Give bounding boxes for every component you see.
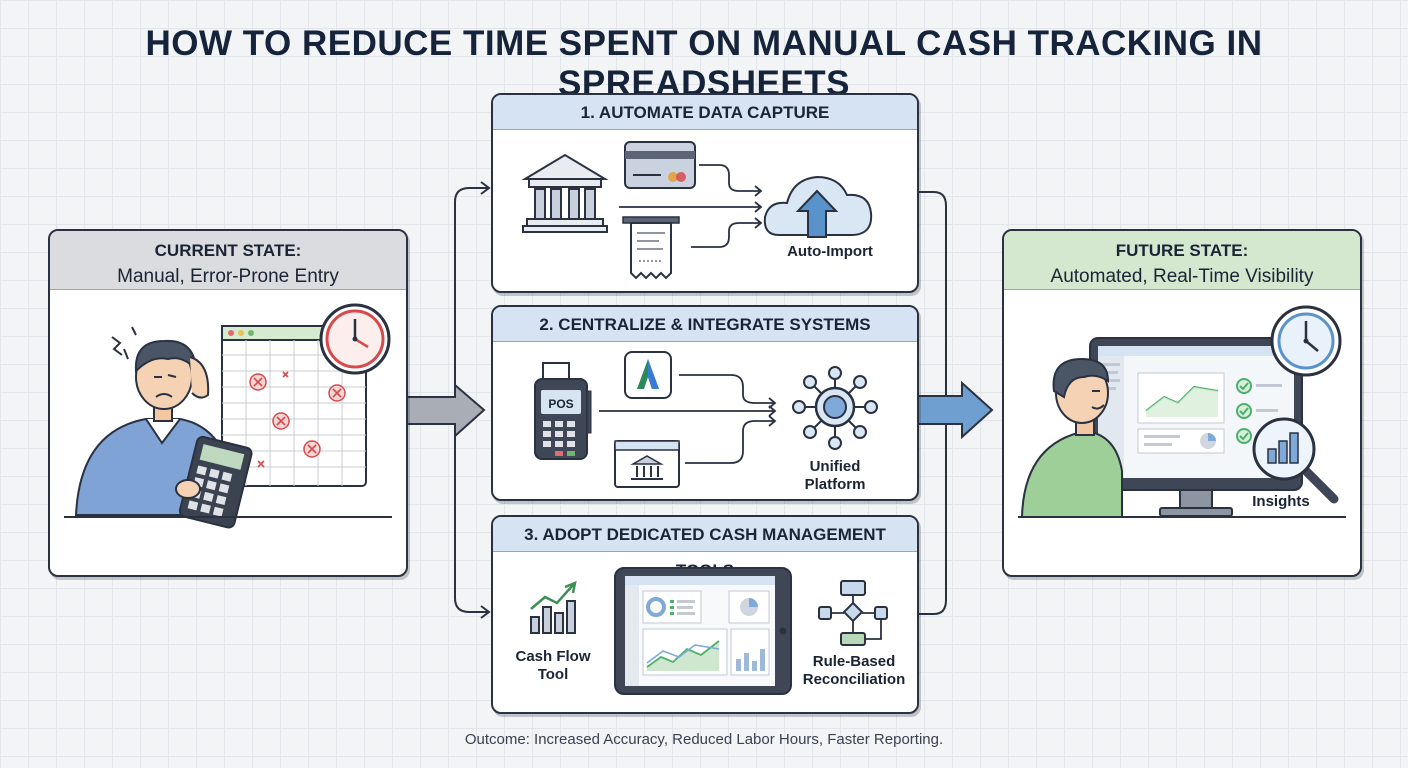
clock-icon bbox=[319, 303, 391, 375]
cloud-upload-icon bbox=[763, 175, 873, 238]
spreadsheet-icon bbox=[221, 325, 367, 487]
step2-panel: 2. CENTRALIZE & INTEGRATE SYSTEMS bbox=[491, 305, 919, 501]
cash-flow-chart-icon bbox=[530, 580, 577, 634]
rule-based-reconciliation-label: Rule-Based Reconciliation bbox=[793, 653, 915, 689]
unified-platform-label-line1: Unified bbox=[809, 458, 861, 475]
future-state-subtitle: Automated, Real-Time Visibility bbox=[1050, 266, 1314, 287]
future-state-panel: FUTURE STATE: Automated, Real-Time Visib… bbox=[1002, 229, 1362, 577]
unified-platform-label: Unified Platform bbox=[785, 458, 885, 494]
auto-import-label: Auto-Import bbox=[787, 243, 873, 260]
bank-icon bbox=[521, 153, 609, 233]
step1-panel: 1. AUTOMATE DATA CAPTURE bbox=[491, 93, 919, 293]
receipt-icon bbox=[622, 216, 680, 280]
future-state-label: FUTURE STATE: bbox=[1115, 241, 1249, 260]
gray-arrow-icon bbox=[406, 382, 486, 439]
step1-illustration bbox=[521, 141, 873, 280]
calculator-icon bbox=[175, 435, 253, 529]
checkmark-icons bbox=[1236, 378, 1252, 444]
clock-icon bbox=[1270, 305, 1342, 377]
unified-platform-label-line2: Platform bbox=[804, 476, 866, 493]
rule-based-reconciliation-line1: Rule-Based bbox=[812, 653, 896, 670]
current-state-panel: CURRENT STATE: Manual, Error-Prone Entry bbox=[48, 229, 408, 577]
accounting-app-icon bbox=[624, 351, 672, 399]
blue-arrow-icon bbox=[916, 380, 994, 440]
person-at-desk bbox=[1020, 357, 1123, 518]
tablet-dashboard-icon bbox=[614, 567, 792, 695]
pos-label: POS bbox=[548, 397, 574, 411]
dashboard-person-illustration bbox=[1018, 305, 1346, 518]
step3-illustration bbox=[530, 567, 888, 695]
step2-title: 2. CENTRALIZE & INTEGRATE SYSTEMS bbox=[493, 307, 917, 342]
network-hub-icon bbox=[792, 366, 878, 450]
insights-label: Insights bbox=[1252, 493, 1310, 510]
current-state-label: CURRENT STATE: bbox=[154, 241, 302, 260]
cash-flow-tool-label-line1: Cash Flow bbox=[515, 648, 591, 665]
cash-flow-tool-label-line2: Tool bbox=[537, 666, 569, 683]
workflow-icon bbox=[818, 580, 888, 646]
credit-card-icon bbox=[624, 141, 696, 189]
current-state-header: CURRENT STATE: Manual, Error-Prone Entry bbox=[50, 231, 406, 290]
bank-window-icon bbox=[614, 440, 680, 488]
magnifier-chart-icon bbox=[1252, 417, 1339, 504]
outcome-caption: Outcome: Increased Accuracy, Reduced Lab… bbox=[464, 731, 944, 748]
pos-terminal-icon bbox=[534, 362, 592, 460]
step2-illustration bbox=[534, 351, 878, 488]
stressed-person-illustration bbox=[64, 303, 392, 529]
current-state-subtitle: Manual, Error-Prone Entry bbox=[117, 266, 339, 287]
step3-panel: 3. ADOPT DEDICATED CASH MANAGEMENT TOOLS bbox=[491, 515, 919, 714]
rule-based-reconciliation-line2: Reconciliation bbox=[802, 671, 906, 688]
page-title: HOW TO REDUCE TIME SPENT ON MANUAL CASH … bbox=[145, 24, 1263, 103]
cash-flow-tool-label: Cash Flow Tool bbox=[507, 648, 599, 684]
future-state-header: FUTURE STATE: Automated, Real-Time Visib… bbox=[1004, 231, 1360, 290]
step1-title: 1. AUTOMATE DATA CAPTURE bbox=[493, 95, 917, 130]
step3-title: 3. ADOPT DEDICATED CASH MANAGEMENT TOOLS bbox=[493, 517, 917, 580]
